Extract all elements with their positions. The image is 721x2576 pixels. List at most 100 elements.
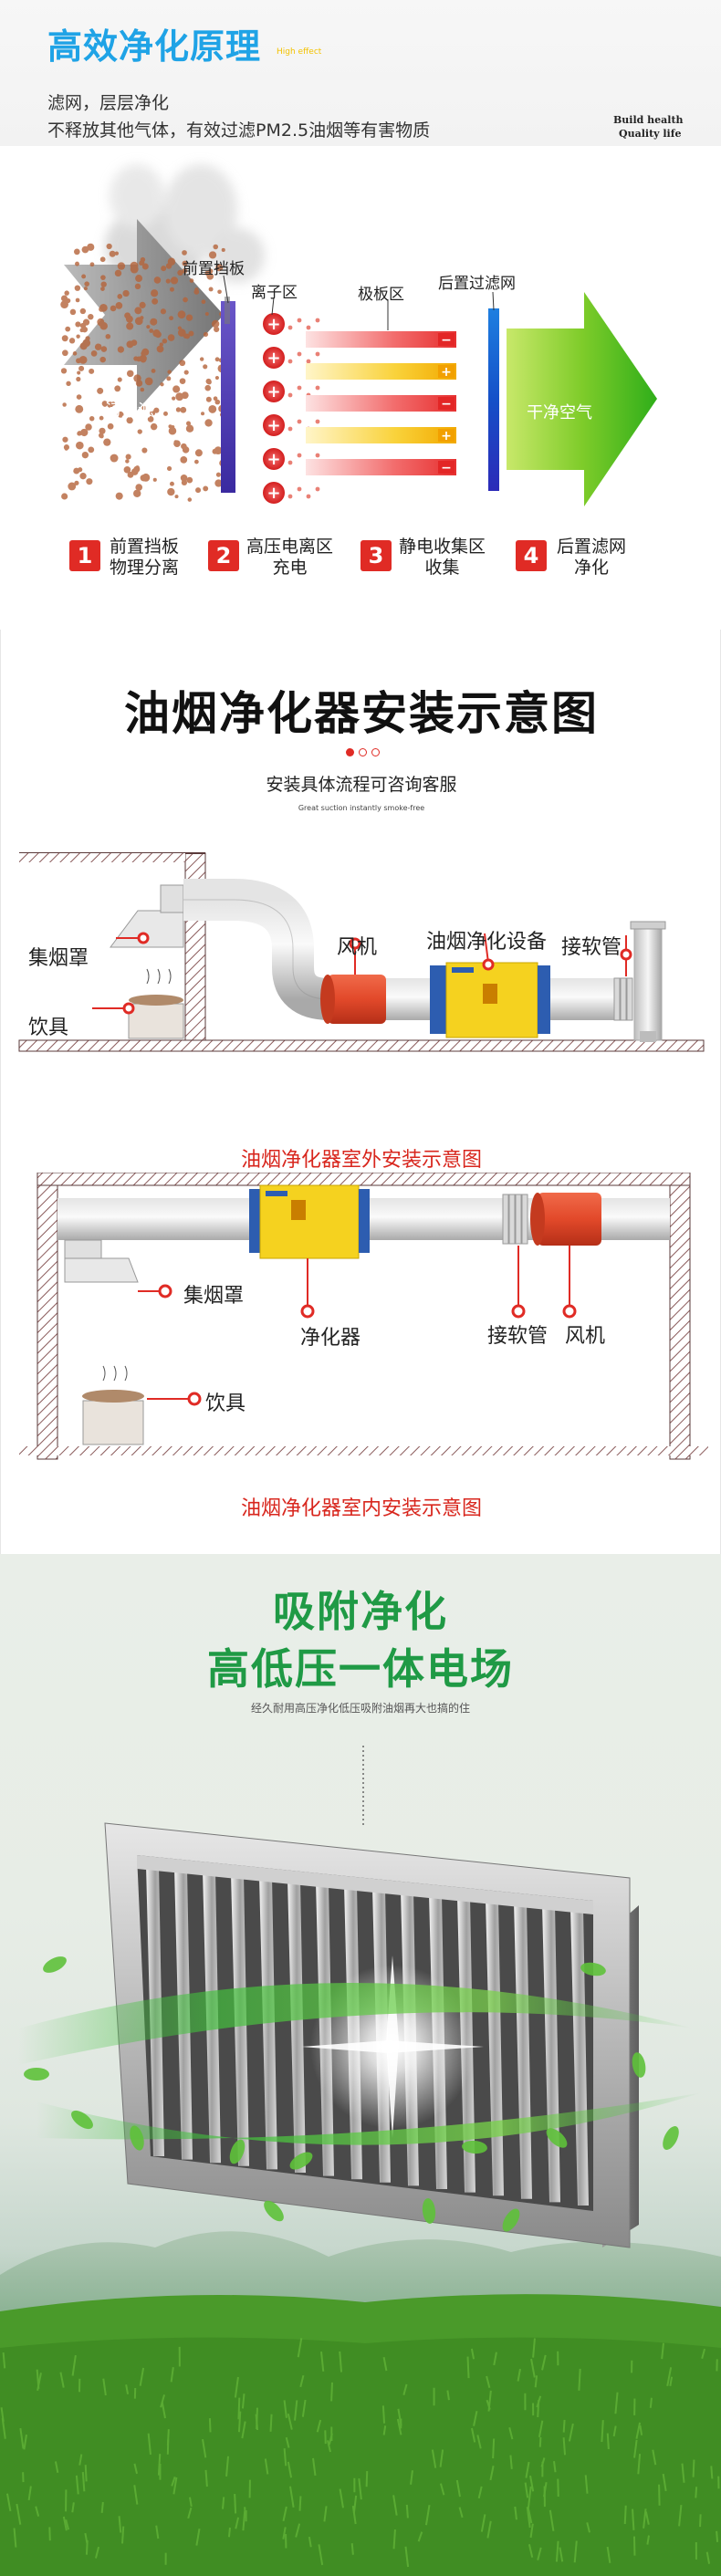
dust-particle [204, 311, 209, 317]
plate-sign: + [441, 429, 452, 443]
dust-particle [126, 340, 134, 349]
dot-indicator-1 [346, 748, 354, 756]
dust-particle [183, 370, 189, 375]
label-clean-air: 干净空气 [527, 403, 592, 422]
ion-charge [263, 448, 285, 470]
dust-particle [221, 247, 225, 253]
dust-particle [214, 357, 220, 362]
dust-particle [186, 476, 193, 484]
dust-particle [152, 318, 158, 324]
dust-particle [213, 396, 218, 402]
indoor-install-diagram [19, 1173, 708, 1460]
dust-particle [77, 370, 81, 375]
adsorption-note: 经久耐用高压净化低压吸附油烟再大也搞的住 [250, 1702, 470, 1715]
dust-particle [215, 472, 221, 477]
leaf [71, 2110, 93, 2130]
dust-particle [214, 326, 220, 333]
dust-particle [135, 484, 143, 491]
indoor-label-stove: 饮具 [205, 1392, 246, 1415]
dust-particle [107, 402, 114, 408]
dust-particle [213, 244, 219, 250]
dust-particle [114, 385, 121, 392]
plate-terminal [438, 461, 455, 474]
step-1-line-1: 前置挡板 [110, 537, 180, 557]
ion-zone: ++++++ [263, 313, 320, 504]
dust-particle [61, 335, 68, 342]
plate [306, 363, 456, 380]
dust-particle [99, 427, 106, 434]
leaf [632, 2052, 646, 2078]
dust-particle [130, 261, 139, 270]
adsorption-title-1: 吸附净化 [273, 1587, 448, 1636]
ion-sign: + [266, 450, 280, 469]
dust-particle [144, 377, 153, 386]
dust-particle [76, 376, 81, 382]
dust-particle [152, 297, 159, 305]
dust-particle [99, 321, 108, 330]
ion-charge [263, 414, 285, 436]
dust-particle [123, 466, 131, 474]
dust-particle [85, 336, 90, 341]
dust-particle [103, 438, 111, 446]
dot-indicator-2 [359, 748, 367, 756]
dust-particle [109, 250, 116, 257]
dust-particle [100, 287, 105, 291]
dust-particle [177, 326, 182, 330]
dust-particle [185, 314, 193, 321]
leaf [130, 2125, 144, 2151]
dust-particle [208, 268, 214, 274]
dust-particle [84, 281, 89, 287]
dust-particle [79, 473, 87, 480]
dust-particle [208, 251, 217, 259]
plate-terminal [438, 333, 455, 346]
ion-charge [263, 347, 285, 369]
plate-terminal [438, 397, 455, 410]
dust-particle [117, 294, 123, 299]
dust-particle [206, 273, 214, 280]
dust-particle [135, 275, 143, 283]
dot-indicator-3 [371, 748, 380, 756]
dust-particle [194, 459, 199, 464]
principle-diagram-graphic: ++++++ −+−+− [60, 164, 657, 506]
dust-particle [206, 380, 212, 385]
dust-particle [126, 370, 134, 378]
principle-subtitle-2: 不释放其他气体，有效过滤PM2.5油烟等有害物质 [47, 120, 431, 141]
dust-particle [65, 326, 71, 332]
outdoor-caption: 油烟净化器室外安装示意图 [240, 1149, 482, 1172]
dust-particle [173, 440, 181, 448]
leaf [229, 2139, 246, 2164]
dust-particle [97, 387, 104, 394]
step-2-text: 高压电离区 充电 [246, 537, 333, 579]
dust-particle [203, 331, 209, 338]
dust-particle [204, 419, 213, 427]
dust-particle [117, 262, 126, 270]
plate-terminal [438, 429, 455, 442]
outdoor-label-hose: 接软管 [561, 936, 622, 959]
principle-title-badge: High effect [277, 47, 322, 57]
dust-particle [110, 454, 119, 463]
ion-sign: + [266, 315, 280, 334]
dust-particle [110, 305, 117, 312]
dust-particle [203, 485, 209, 492]
dust-particle [183, 333, 189, 339]
principle-section: 高效净化原理 High effect 滤网，层层净化 不释放其他气体，有效过滤P… [0, 0, 721, 630]
installation-subtitle: 安装具体流程可咨询客服 [266, 775, 457, 795]
dust-particle [125, 459, 130, 464]
dust-particle [162, 339, 168, 344]
leaf [43, 1956, 67, 1973]
dust-particle [60, 300, 68, 309]
dust-particle [136, 356, 142, 362]
dust-particle [137, 429, 142, 434]
dust-particle [115, 492, 123, 500]
dust-particle [76, 358, 81, 364]
dust-particle [208, 405, 217, 413]
dust-particle [62, 349, 68, 357]
dust-particle [114, 269, 122, 277]
dust-particle [99, 256, 106, 263]
dust-particle [141, 405, 147, 411]
dust-particle [139, 261, 143, 266]
dust-particle [73, 248, 80, 256]
step-4-number: 4 [516, 540, 547, 571]
dust-particle [100, 346, 108, 352]
dust-particle [62, 402, 67, 407]
